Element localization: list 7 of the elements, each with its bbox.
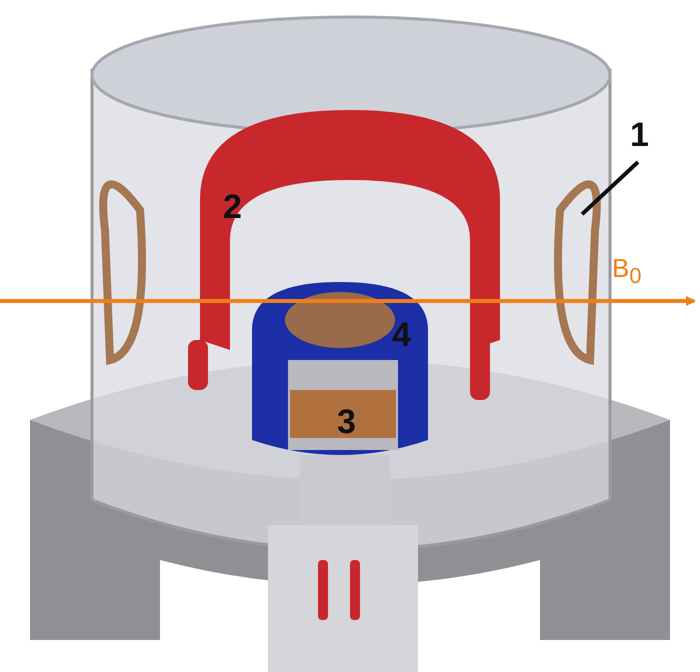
- callout-number: 4: [392, 318, 411, 352]
- callout-number: 1: [630, 118, 649, 152]
- coil-drawing: [554, 180, 601, 364]
- leader-line: [580, 160, 640, 216]
- field-label: B$_{0}$: [612, 255, 642, 287]
- callout-number: 3: [337, 405, 356, 439]
- callout-number: 2: [223, 190, 242, 224]
